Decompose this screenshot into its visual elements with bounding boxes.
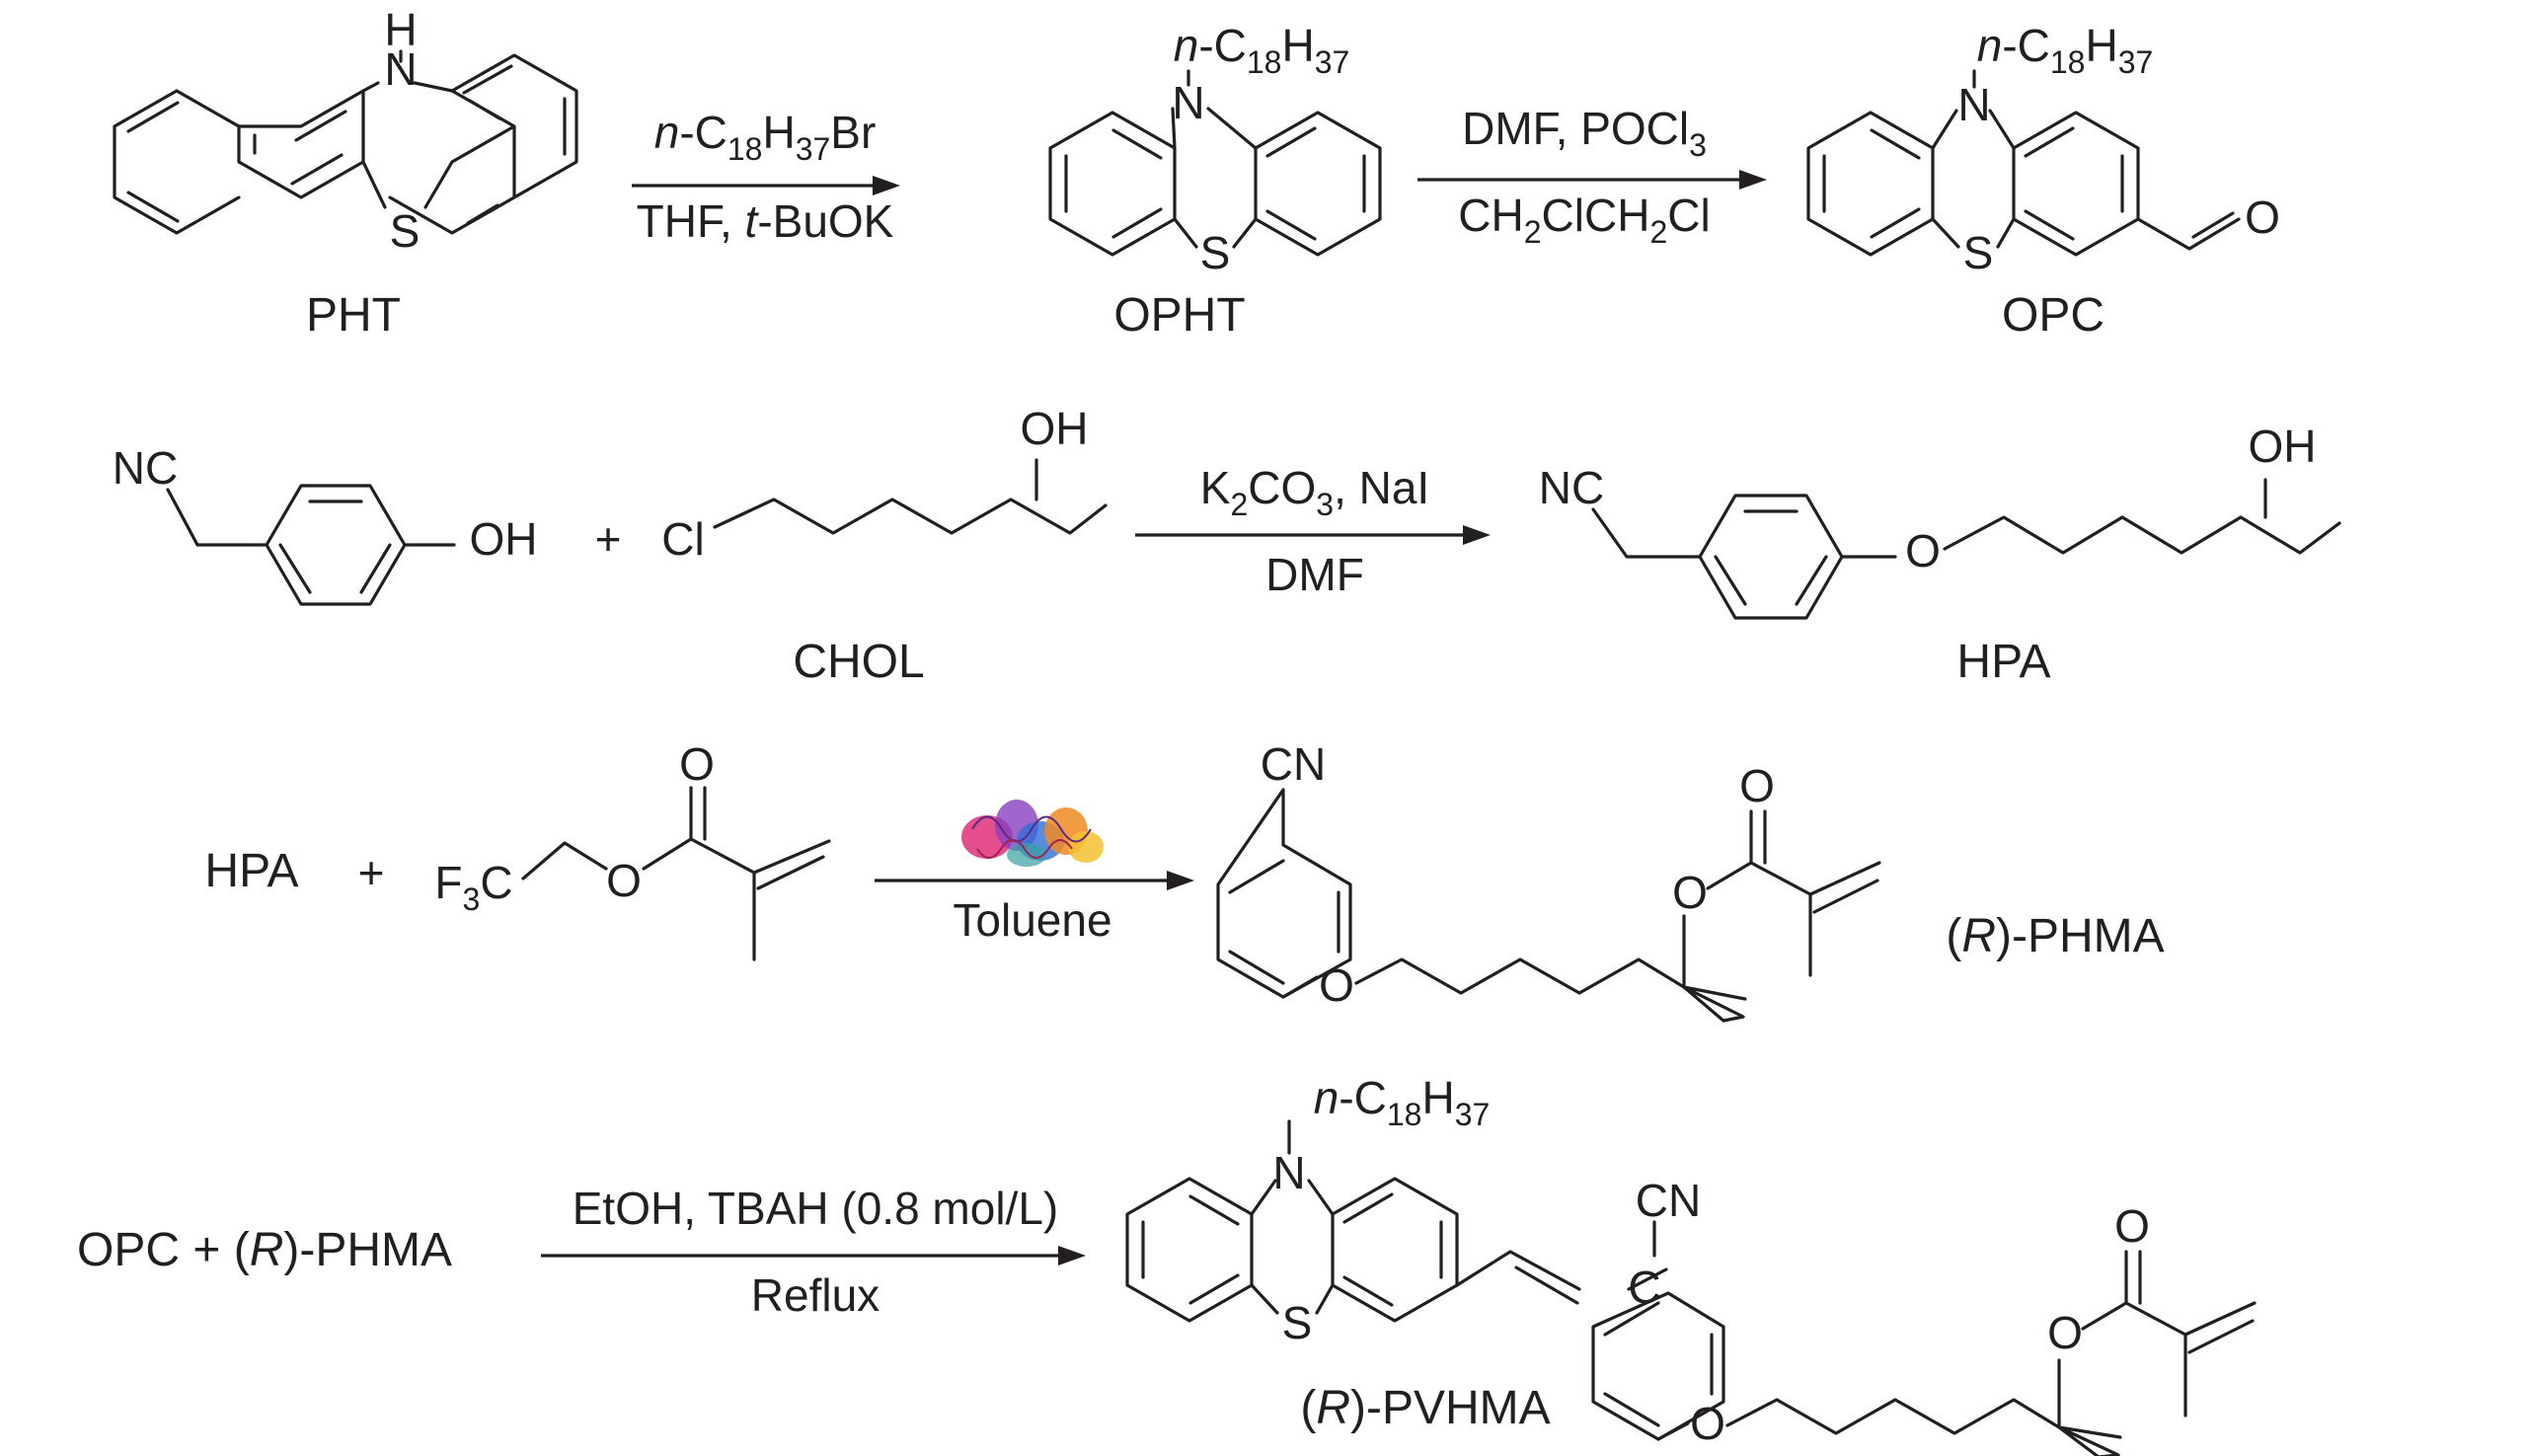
arrow-step2 xyxy=(1417,170,1767,190)
lipase-enzyme-icon xyxy=(961,800,1104,867)
ester-o-label-1: O xyxy=(606,855,642,906)
cl-label: Cl xyxy=(661,513,704,565)
trifluoroethyl-methacrylate-structure xyxy=(521,786,831,961)
opht-alkyl: n-C18H37 xyxy=(1174,20,1350,80)
opht-name: OPHT xyxy=(1113,289,1245,342)
nc-label-1: NC xyxy=(113,442,178,494)
step1-solvent: THF, t-BuOK xyxy=(637,195,894,247)
arrow-step1 xyxy=(632,176,900,195)
pvhma-n-label: N xyxy=(1272,1147,1305,1198)
pvhma-c-label: C xyxy=(1628,1262,1660,1313)
hydroxyphenylacetonitrile-structure xyxy=(166,484,456,606)
oh-label-1: OH xyxy=(470,513,538,565)
carbonyl-o-label-1: O xyxy=(679,738,715,790)
arrow-step3 xyxy=(1135,525,1491,545)
hpa-oh-label: OH xyxy=(2249,421,2317,472)
opc-alkyl: n-C18H37 xyxy=(1977,20,2154,80)
pvhma-o-label-2: O xyxy=(2047,1307,2083,1358)
step1-reagent: n-C18H37Br xyxy=(654,107,877,167)
pvhma-s-label: S xyxy=(1282,1297,1313,1348)
hpa-o-label: O xyxy=(1905,525,1941,576)
phma-structure xyxy=(1216,788,1881,1023)
pvhma-name: (R)-PVHMA xyxy=(1300,1382,1550,1434)
f3c-label: F3C xyxy=(434,857,512,917)
hpa-structure xyxy=(1591,478,2341,620)
nc-label-2: NC xyxy=(1539,462,1604,513)
pht-h-label: H xyxy=(384,4,417,55)
step3-solvent: DMF xyxy=(1265,549,1364,600)
pvhma-o-label-1: O xyxy=(1690,1398,1725,1449)
opc-s-label: S xyxy=(1963,227,1994,278)
phma-cn-label: CN xyxy=(1261,738,1326,790)
phma-name: (R)-PHMA xyxy=(1946,910,2164,962)
plus-1: + xyxy=(595,513,622,565)
opc-structure xyxy=(1806,109,2241,257)
arrow-step4 xyxy=(875,871,1194,890)
step5-condition: Reflux xyxy=(751,1269,880,1321)
opht-structure xyxy=(1048,107,1382,257)
chol-oh-label: OH xyxy=(1021,403,1089,454)
plus-2: + xyxy=(358,847,385,898)
pht-structure xyxy=(113,53,578,235)
phma-o-label-1: O xyxy=(1319,959,1354,1011)
chol-name: CHOL xyxy=(793,636,924,688)
step4-solvent: Toluene xyxy=(953,894,1111,946)
pvhma-cn-label: CN xyxy=(1636,1175,1701,1226)
step2-reagent: DMF, POCl3 xyxy=(1462,103,1707,163)
step5-reagent: EtOH, TBAH (0.8 mol/L) xyxy=(573,1183,1059,1234)
hpa-name: HPA xyxy=(1956,636,2050,688)
step2-solvent: CH2ClCH2Cl xyxy=(1458,190,1710,250)
step3-reagent: K2CO3, NaI xyxy=(1200,462,1429,522)
opht-s-label: S xyxy=(1200,227,1231,278)
pht-name: PHT xyxy=(306,289,401,342)
phma-carbonyl-o-label: O xyxy=(1739,760,1775,811)
chol-structure xyxy=(713,458,1108,535)
opc-o-label: O xyxy=(2245,192,2280,243)
hpa-reactant-label: HPA xyxy=(204,845,298,897)
opc-name: OPC xyxy=(2002,289,2105,342)
opc-phma-label: OPC + (R)-PHMA xyxy=(77,1224,452,1276)
pvhma-alkyl: n-C18H37 xyxy=(1314,1072,1491,1132)
arrow-step5 xyxy=(541,1246,1086,1265)
pvhma-carbonyl-o-label: O xyxy=(2114,1200,2150,1252)
phma-o-label-2: O xyxy=(1672,867,1708,918)
pht-s-label: S xyxy=(390,205,421,257)
pvhma-structure xyxy=(1125,1177,2257,1456)
